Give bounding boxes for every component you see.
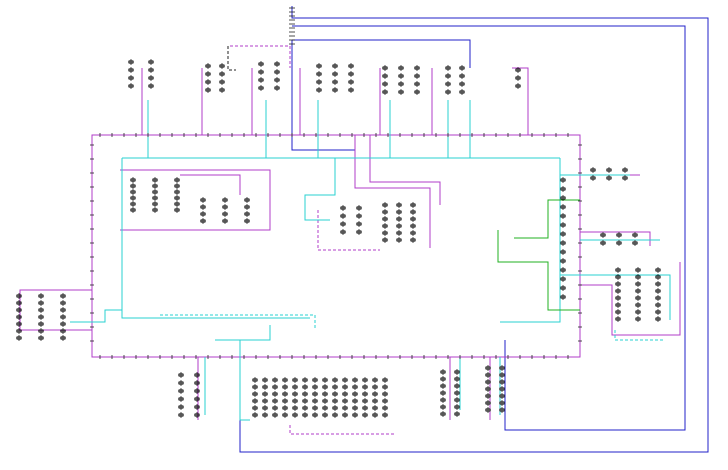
main-bus-frame xyxy=(91,134,581,358)
green-net-upper xyxy=(514,199,580,239)
cyan-right-vertical xyxy=(500,158,561,323)
cyan-mid-drop xyxy=(304,158,336,221)
cyan-dashed-right xyxy=(614,330,665,341)
bus-right-branch-3 xyxy=(580,262,681,336)
bus-right-branch-2 xyxy=(580,231,651,246)
bus-left-block-2 xyxy=(180,174,241,195)
bus-top-drop-7 xyxy=(512,67,529,135)
cyan-left-link xyxy=(70,309,122,323)
blue-net-inner xyxy=(292,39,471,68)
blue-net-outer xyxy=(239,6,709,453)
blue-net-group xyxy=(239,6,709,453)
blue-net-short xyxy=(291,40,356,151)
bus-inner-loop xyxy=(354,135,431,248)
cyan-dashed-top xyxy=(160,314,316,330)
bus-dashed-mid xyxy=(317,210,380,251)
bus-left-block xyxy=(120,169,271,231)
cyan-left-vertical xyxy=(121,158,310,319)
cyan-bottom-link xyxy=(215,325,271,341)
dashed-guide xyxy=(227,46,236,71)
cyan-net-group xyxy=(70,100,671,421)
cyan-right-out-2 xyxy=(560,274,671,320)
bus-left-stub xyxy=(19,289,92,331)
cyan-bottom-bus xyxy=(239,340,250,421)
component-clusters xyxy=(16,7,661,418)
bus-dashed-top xyxy=(230,45,291,68)
green-net-group xyxy=(497,199,580,311)
bus-dashed-bottom xyxy=(289,425,395,435)
green-net-lower xyxy=(497,230,580,311)
blue-net-right xyxy=(292,25,686,431)
